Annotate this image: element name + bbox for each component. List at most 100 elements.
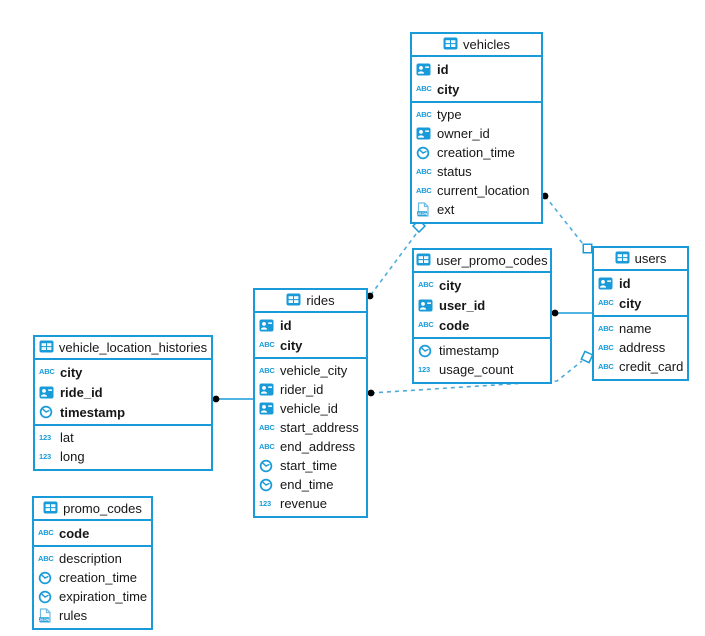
column-label: lat [60, 430, 74, 445]
relationship-vehicles-to-users [544, 195, 584, 245]
column-label: city [280, 337, 303, 353]
column-label: code [59, 525, 90, 541]
number-icon: 123 [418, 364, 430, 374]
endpoint-dot-vehicle_location_histories-to-rides [212, 395, 220, 403]
uuid-icon [418, 299, 439, 312]
table-name: vehicle_location_histories [58, 340, 208, 355]
endpoint-dot-rides-to-vehicles [366, 292, 374, 300]
column-label: id [280, 317, 292, 333]
column-label: end_time [280, 477, 334, 492]
json-icon: JSON [38, 608, 59, 623]
column-label: id [437, 61, 449, 77]
column-code: ABC code [34, 523, 151, 543]
column-owner_id: owner_id [412, 124, 541, 143]
relationship-rides-to-users [370, 360, 583, 394]
table-icon [443, 37, 458, 53]
uuid-icon [259, 319, 280, 332]
column-label: timestamp [439, 343, 499, 358]
table-header[interactable]: promo_codes [34, 498, 151, 521]
time-icon [418, 344, 439, 358]
time-icon [259, 459, 280, 473]
table-header[interactable]: vehicle_location_histories [35, 337, 211, 360]
time-icon [38, 590, 59, 604]
svg-text:JSON: JSON [39, 618, 50, 622]
column-label: timestamp [60, 404, 126, 420]
table-header[interactable]: users [594, 248, 687, 271]
string-icon: ABC [259, 441, 275, 451]
string-icon: ABC [259, 365, 275, 375]
string-icon: ABC [598, 361, 614, 371]
column-label: credit_card [619, 359, 684, 374]
string-icon: ABC [416, 109, 432, 119]
column-label: type [437, 107, 462, 122]
column-label: revenue [280, 496, 327, 511]
table-header[interactable]: rides [255, 290, 366, 313]
column-label: ride_id [60, 384, 103, 400]
table-name: promo_codes [63, 501, 142, 516]
endpoint-dot-rides-to-users [367, 389, 375, 397]
table-icon [615, 251, 630, 267]
column-label: end_address [280, 439, 356, 454]
string-icon: ABC [38, 528, 54, 538]
column-vehicle_id: vehicle_id [255, 399, 366, 418]
column-label: name [619, 321, 652, 336]
column-user_id: user_id [414, 295, 550, 315]
column-id: id [594, 273, 687, 293]
table-name: users [634, 251, 667, 266]
table-icon [286, 293, 301, 309]
column-label: start_address [280, 420, 359, 435]
column-label: usage_count [439, 362, 514, 377]
table-name: rides [306, 293, 335, 308]
string-icon: ABC [418, 320, 434, 330]
table-icon [43, 501, 58, 517]
column-label: city [437, 81, 460, 97]
uuid-icon [416, 63, 437, 76]
column-start_time: start_time [255, 456, 366, 475]
column-creation_time: creation_time [34, 568, 151, 587]
uuid-icon [39, 386, 60, 399]
column-label: id [619, 275, 631, 291]
column-timestamp: timestamp [35, 402, 211, 422]
uuid-icon [416, 127, 437, 140]
number-icon: 123 [39, 432, 51, 442]
string-icon: ABC [598, 342, 614, 352]
number-icon: 123 [39, 451, 51, 461]
time-icon [38, 571, 59, 585]
endpoint-dot-vehicles-to-users [541, 192, 549, 200]
table-header[interactable]: user_promo_codes [414, 250, 550, 273]
string-icon: ABC [39, 367, 55, 377]
string-icon: ABC [418, 280, 434, 290]
column-expiration_time: expiration_time [34, 587, 151, 606]
primary-key-section: ABC code [34, 521, 151, 545]
table-header[interactable]: vehicles [412, 34, 541, 57]
table-name: user_promo_codes [436, 253, 548, 268]
string-icon: ABC [259, 422, 275, 432]
column-label: vehicle_id [280, 401, 338, 416]
column-label: user_id [439, 297, 486, 313]
string-icon: ABC [416, 166, 432, 176]
column-usage_count: 123 usage_count [414, 360, 550, 379]
string-icon: ABC [259, 340, 275, 350]
